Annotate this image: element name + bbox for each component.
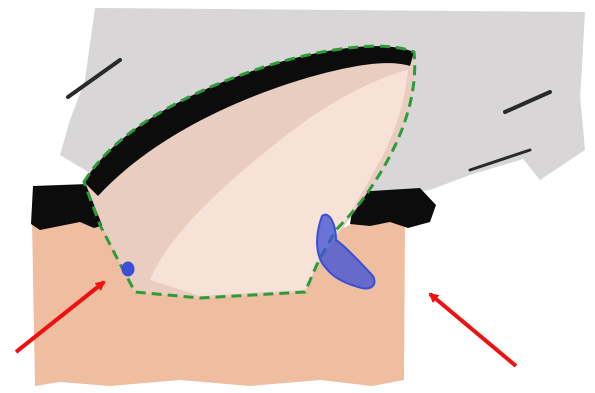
blue-mark-small (122, 262, 134, 276)
arrow-right (430, 294, 516, 366)
